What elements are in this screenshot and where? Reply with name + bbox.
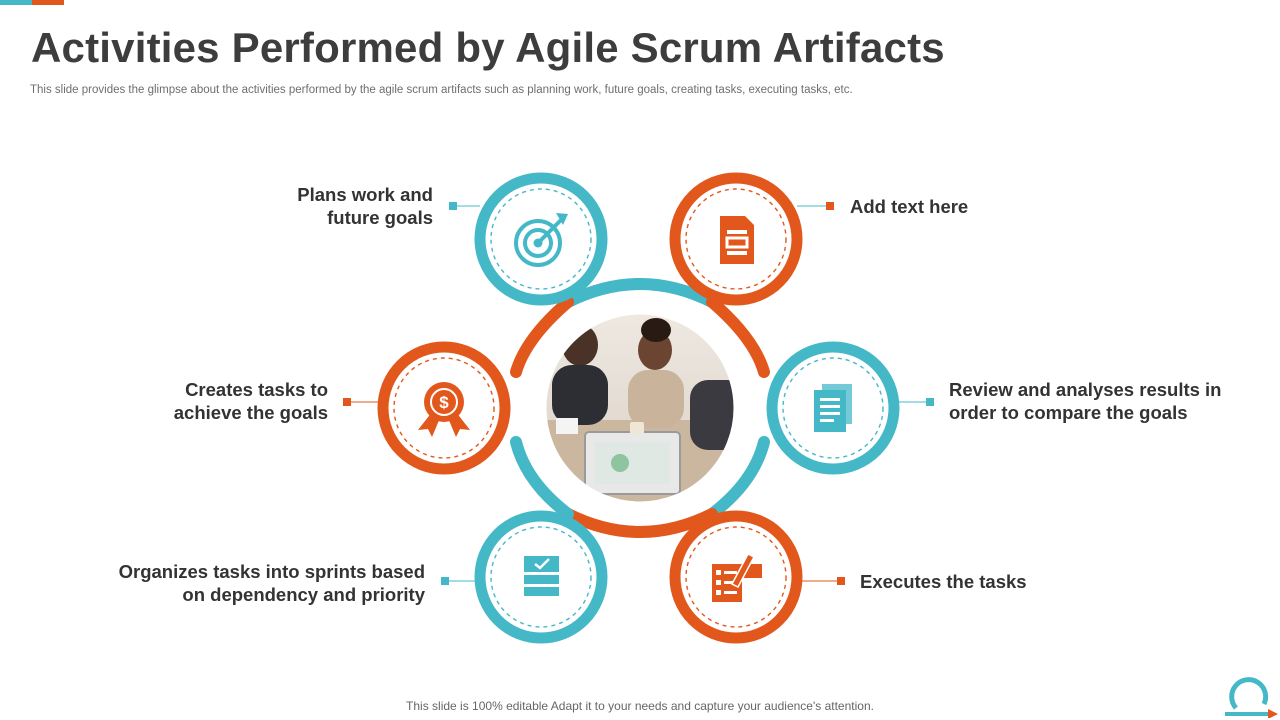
page-subtitle: This slide provides the glimpse about th… <box>30 84 853 96</box>
label-organizes-tasks: Organizes tasks into sprints based on de… <box>118 561 425 605</box>
node-executes-tasks <box>669 510 845 644</box>
task-edit-icon <box>712 553 762 602</box>
accent-bar-teal <box>0 0 32 5</box>
files-icon <box>814 384 852 432</box>
connector-dot <box>826 202 834 210</box>
label-executes-tasks: Executes the tasks <box>860 571 1027 592</box>
node-plans-work <box>449 172 608 306</box>
node-creates-tasks: $ <box>343 341 511 475</box>
document-icon <box>720 216 754 264</box>
center-ring <box>510 278 770 538</box>
node-review-results <box>766 341 934 475</box>
label-plans-work: Plans work and future goals <box>297 184 433 228</box>
node-organizes-tasks <box>441 510 608 644</box>
connector-dot <box>926 398 934 406</box>
footer-note: This slide is 100% editable Adapt it to … <box>406 699 874 713</box>
accent-bar-orange <box>32 0 64 5</box>
page-title: Activities Performed by Agile Scrum Arti… <box>31 24 945 71</box>
checklist-stack-icon <box>524 556 559 596</box>
dollar-badge-icon: $ <box>418 382 470 437</box>
connector-dot <box>837 577 845 585</box>
target-icon <box>514 213 568 267</box>
label-review-results: Review and analyses results in order to … <box>949 379 1222 423</box>
connector-dot <box>441 577 449 585</box>
node-add-text <box>669 172 834 306</box>
label-creates-tasks: Creates tasks to achieve the goals <box>173 379 328 423</box>
refresh-logo-icon <box>1225 677 1278 718</box>
svg-text:$: $ <box>439 393 449 412</box>
connector-dot <box>449 202 457 210</box>
label-add-text: Add text here <box>850 196 969 217</box>
connector-dot <box>343 398 351 406</box>
team-meeting-photo <box>543 311 737 505</box>
